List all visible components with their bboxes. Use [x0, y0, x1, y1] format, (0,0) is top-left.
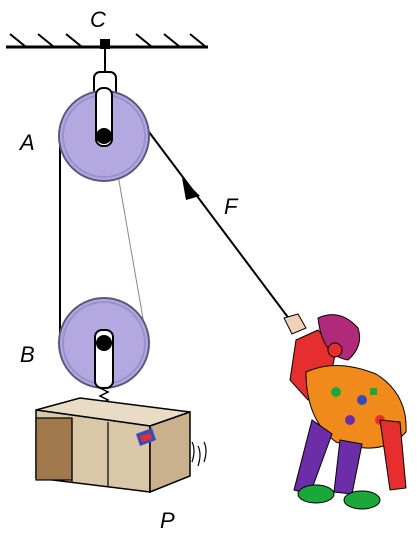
rope [59, 127, 291, 346]
lower-pulley-b [58, 297, 150, 389]
clown-figure [283, 313, 407, 510]
upper-pulley-a [58, 87, 150, 182]
label-c: C [90, 7, 106, 32]
label-b: B [20, 342, 35, 367]
ceiling [6, 33, 208, 49]
label-p: P [160, 508, 175, 533]
label-a: A [18, 130, 35, 155]
force-arrow [182, 178, 200, 200]
label-f: F [224, 194, 239, 219]
load-boxes [35, 397, 207, 494]
